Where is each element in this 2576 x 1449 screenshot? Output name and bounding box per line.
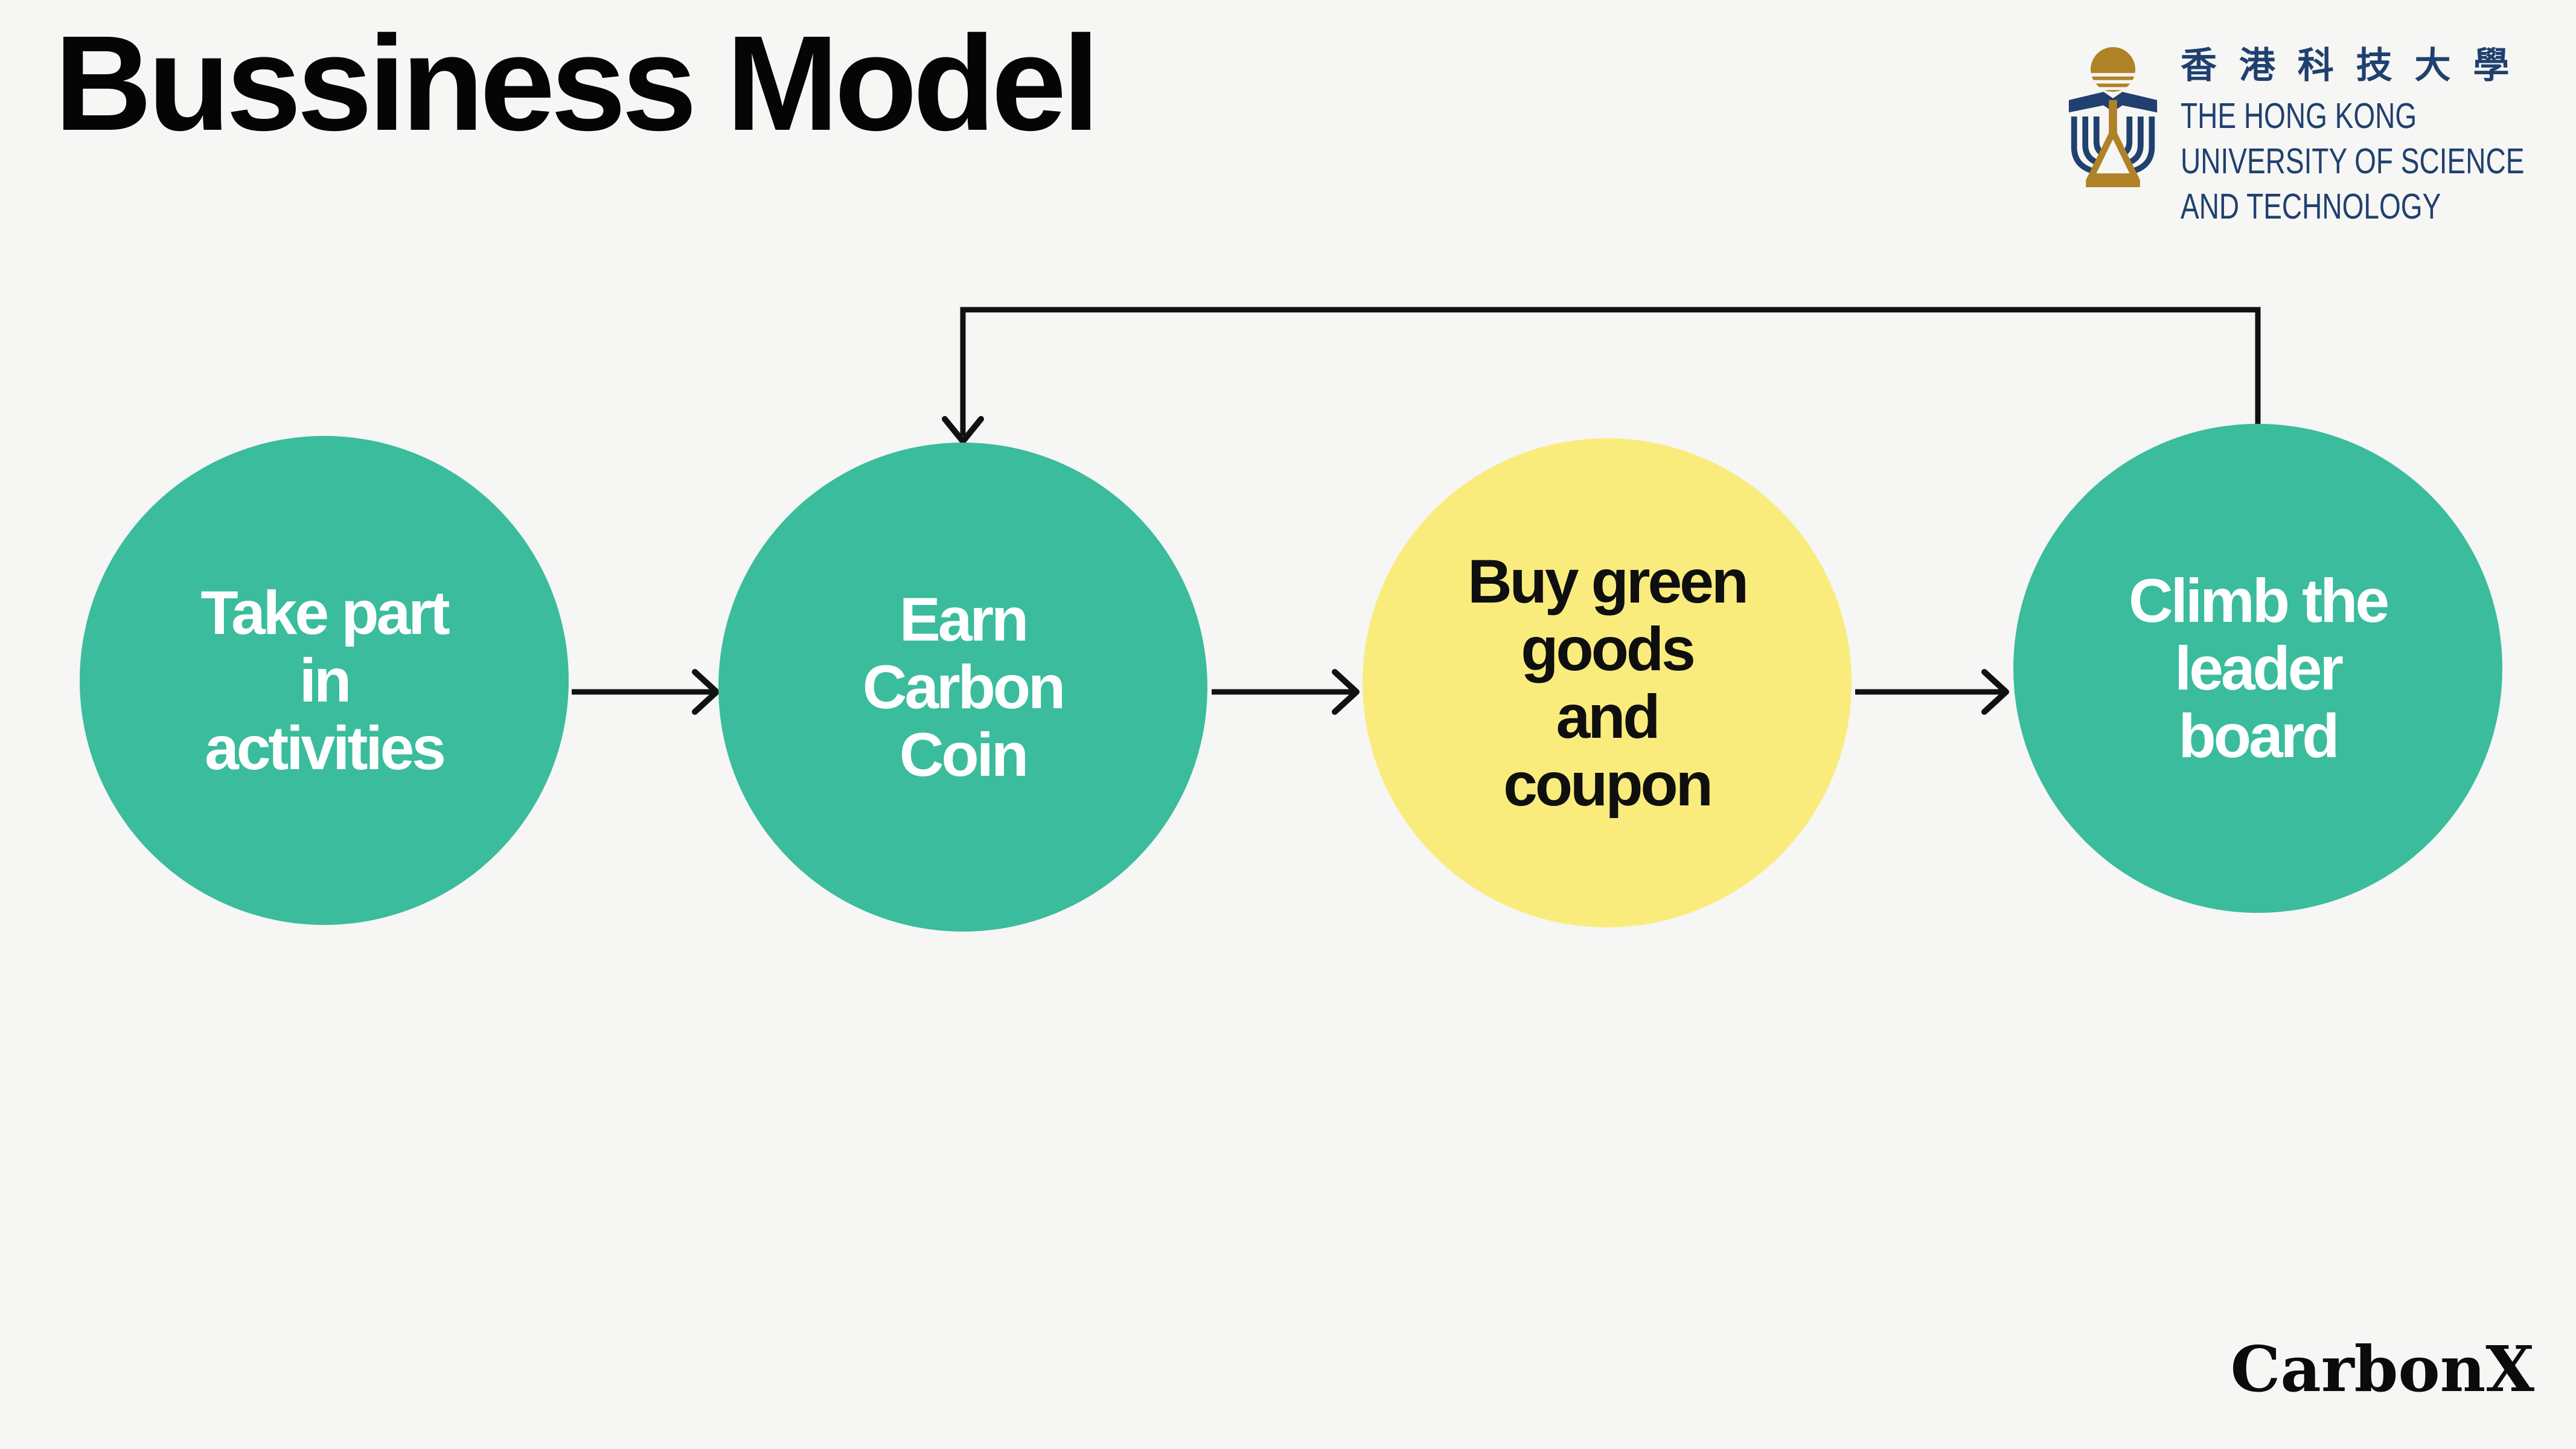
slide-title: Bussiness Model xyxy=(54,8,1100,159)
carbonx-wordmark: CarbonX xyxy=(2230,1332,2534,1406)
hkust-english-line-2: UNIVERSITY OF SCIENCE xyxy=(2181,141,2525,181)
flow-step-label: Buy green goods and coupon xyxy=(1467,546,1749,819)
hkust-logo-text: 香 港 科 技 大 學 THE HONG KONG UNIVERSITY OF … xyxy=(2181,43,2576,229)
flow-step-label: Earn Carbon Coin xyxy=(862,584,1066,790)
arrow-step1-to-step2 xyxy=(572,669,720,715)
flow-step-circle-climb-leaderboard: Climb the leader board xyxy=(2013,424,2502,913)
flow-step-circle-earn-carbon-coin: Earn Carbon Coin xyxy=(718,443,1207,932)
loop-arrow-step4-to-step2 xyxy=(942,307,2261,444)
flow-step-circle-buy-green-goods: Buy green goods and coupon xyxy=(1363,438,1852,927)
arrow-step3-to-step4 xyxy=(1855,669,2009,715)
flow-step-circle-take-part: Take part in activities xyxy=(80,436,569,925)
hkust-logo: 香 港 科 技 大 學 THE HONG KONG UNIVERSITY OF … xyxy=(2066,43,2576,229)
hkust-chinese-name: 香 港 科 技 大 學 xyxy=(2181,45,2514,87)
flow-step-label: Climb the leader board xyxy=(2129,566,2389,771)
hkust-english-line-1: THE HONG KONG xyxy=(2181,96,2417,136)
hkust-english-line-3: AND TECHNOLOGY xyxy=(2181,187,2441,226)
hkust-crest-icon xyxy=(2068,46,2158,188)
hkust-english-name: THE HONG KONG UNIVERSITY OF SCIENCE AND … xyxy=(2181,94,2524,229)
flow-step-label: Take part in activities xyxy=(200,578,450,783)
arrow-step2-to-step3 xyxy=(1212,669,1360,715)
